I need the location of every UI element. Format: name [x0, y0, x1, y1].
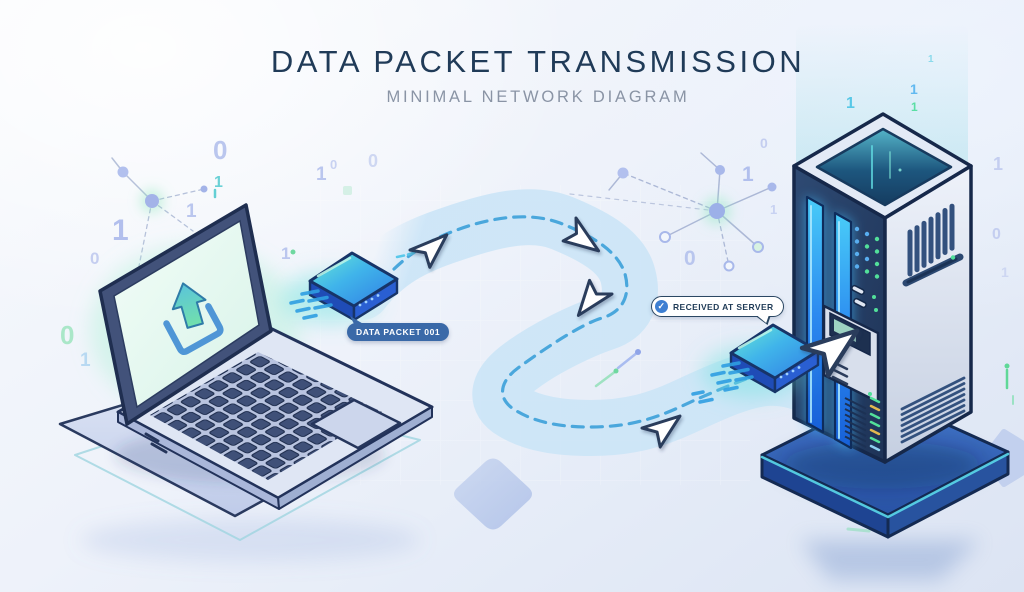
network-node-icon [767, 182, 777, 192]
received-label-text: RECEIVED AT SERVER [673, 301, 774, 312]
label-tail [757, 316, 769, 323]
received-at-server-label: ✓ RECEIVED AT SERVER [651, 296, 784, 325]
vent-hatch [844, 397, 867, 448]
data-packet-label-text: DATA PACKET 001 [356, 327, 441, 337]
status-code-leds [869, 396, 881, 452]
network-node-icon [617, 167, 629, 179]
bottom-vents [900, 376, 966, 444]
floor-tile [454, 458, 532, 530]
label-tail [350, 316, 365, 325]
network-cluster-right [569, 152, 777, 272]
server-glass-top [815, 127, 953, 207]
server-light-beam [796, 24, 968, 170]
page-title: DATA PACKET TRANSMISSION [270, 44, 806, 79]
touchpad [310, 398, 402, 450]
network-node-icon [715, 165, 725, 175]
network-node-icon [145, 194, 159, 208]
laptop-illustration [58, 203, 434, 562]
transmission-dashed-path [392, 215, 753, 429]
vent-slats [907, 203, 955, 277]
upload-icon [163, 282, 224, 356]
server-led-bar [805, 195, 825, 434]
network-node-icon [723, 260, 735, 272]
checkmark-icon: ✓ [655, 300, 668, 313]
network-cluster-left [111, 157, 208, 267]
label-tail [755, 316, 771, 325]
network-node-icon [752, 241, 764, 253]
speed-lines [691, 390, 714, 404]
page-subtitle: MINIMAL NETWORK DIAGRAM [386, 88, 690, 106]
speed-lines [395, 251, 416, 259]
background-decorations [213, 186, 1014, 405]
network-node-icon [200, 185, 208, 193]
server-slot-module [822, 304, 880, 404]
network-node-icon [659, 231, 671, 243]
network-node-icon [709, 203, 725, 219]
data-packet-label: DATA PACKET 001 [347, 316, 450, 341]
network-node-icon [117, 166, 129, 178]
server-illustration [760, 24, 1010, 580]
led-grid [851, 226, 880, 312]
